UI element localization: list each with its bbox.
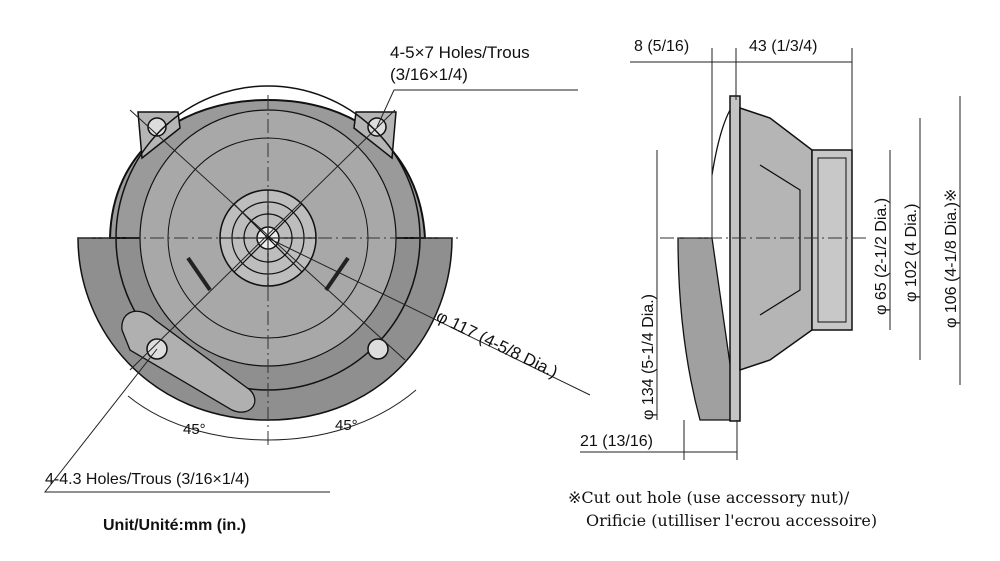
side-view: 8 (5/16) 43 (1/3/4) φ 134 (5-1/4 Dia.) φ… [568, 38, 961, 530]
dim-65-label: φ 65 (2-1/2 Dia.) [873, 198, 890, 315]
top-holes-label-line1: 4-5×7 Holes/Trous [390, 43, 530, 62]
angle-label-right: 45° [335, 417, 358, 434]
side-grille-section [677, 237, 739, 421]
front-view: φ 117 (4-5/8 Dia.) 4-5×7 Holes/Trous (3/… [43, 43, 591, 534]
top-holes-label-line2: (3/16×1/4) [390, 65, 468, 84]
diameter-label: φ 117 (4-5/8 Dia.) [433, 307, 561, 382]
unit-label: Unit/Unité:mm (in.) [103, 517, 246, 534]
angle-arc-left [127, 395, 269, 441]
side-basket-rib [759, 164, 801, 316]
diameter-leader [267, 237, 591, 396]
bottom-holes-label: 4-4.3 Holes/Trous (3/16×1/4) [45, 471, 249, 488]
top-holes-leader [376, 89, 578, 128]
dim-102-label: φ 102 (4 Dia.) [903, 204, 920, 302]
side-magnet-inner [817, 157, 847, 323]
dim-134-label: φ 134 (5-1/4 Dia.) [640, 294, 657, 420]
dim-top-right-label: 43 (1/3/4) [749, 38, 817, 55]
cutout-note-line1: ※Cut out hole (use accessory nut)/ [568, 488, 850, 507]
dim-top-left-label: 8 (5/16) [634, 38, 689, 55]
diagonal-centerline-2 [129, 109, 396, 371]
bottom-hole-right [367, 338, 389, 360]
angle-arc-right [267, 389, 417, 441]
dim-106-label: φ 106 (4-1/8 Dia.)※ [943, 189, 960, 328]
side-grille-top [711, 109, 731, 176]
cutout-note-line2: Orificie (utilliser l'ecrou accessoire) [586, 511, 877, 530]
dim-bottom-label: 21 (13/16) [580, 433, 653, 450]
side-magnet [811, 149, 853, 331]
cone-slots [186, 256, 350, 292]
side-basket [739, 106, 813, 372]
side-flange [729, 95, 741, 422]
angle-label-left: 45° [183, 421, 206, 438]
bottom-holes-leader [43, 348, 330, 493]
bottom-tab-left [121, 310, 256, 413]
